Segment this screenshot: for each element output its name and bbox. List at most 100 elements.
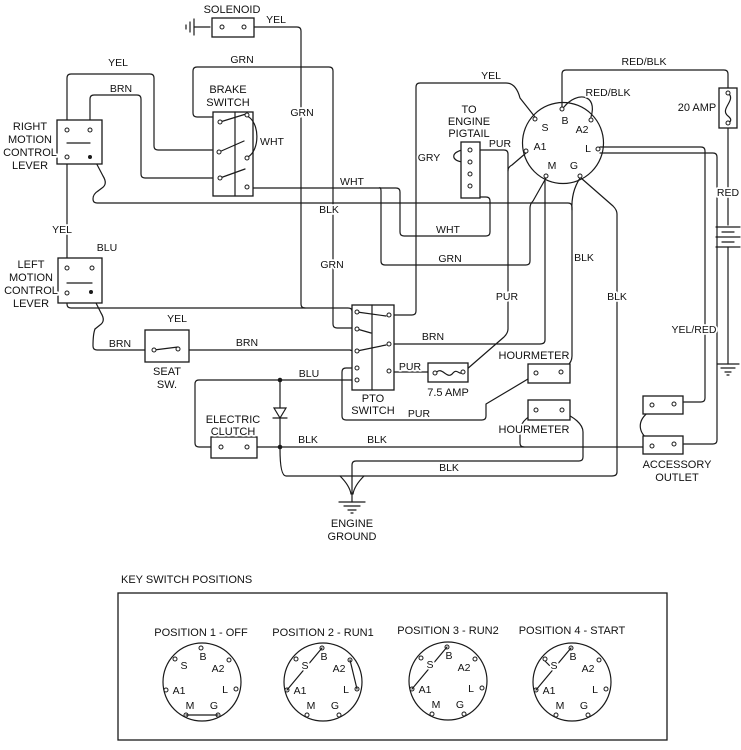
wire-label-redblk: RED/BLK: [586, 87, 631, 99]
wire-blk-ground-loop: [279, 177, 618, 477]
solenoid-box: [211, 17, 255, 38]
svg-text:A1: A1: [419, 684, 432, 696]
svg-text:B: B: [320, 651, 327, 663]
wire-yel-solenoid: [253, 26, 306, 309]
wire-wht-main: [247, 187, 491, 237]
svg-text:L: L: [468, 683, 474, 695]
components: [56, 17, 738, 459]
svg-text:G: G: [580, 700, 588, 712]
terminal-label-s: S: [541, 122, 548, 134]
wire-label-redblk: RED/BLK: [622, 56, 667, 68]
fuse-75-element: [435, 370, 463, 376]
svg-text:A1: A1: [294, 685, 307, 697]
wire-label-wht: WHT: [260, 136, 284, 148]
svg-text:M: M: [432, 699, 441, 711]
right-lever-arm: [79, 131, 106, 192]
svg-text:S: S: [426, 659, 433, 671]
wire-label-yel: YEL: [266, 14, 286, 26]
wire-yel-left: [66, 73, 356, 313]
svg-text:ACCESSORY: ACCESSORY: [643, 459, 713, 471]
terminal-label-a2: A2: [576, 124, 589, 136]
wires: [66, 18, 741, 514]
svg-text:MOTION: MOTION: [8, 134, 52, 146]
wire-label-blk: BLK: [574, 252, 594, 264]
right-lever-box: [56, 119, 103, 165]
connection-b-a1: [411, 646, 448, 690]
wire-label-pur: PUR: [399, 361, 422, 373]
svg-text:A1: A1: [173, 685, 186, 697]
svg-text:SWITCH: SWITCH: [206, 97, 249, 109]
wire-brn-upper: [89, 94, 213, 179]
wire-label-brn: BRN: [236, 337, 258, 349]
svg-text:PIGTAIL: PIGTAIL: [448, 128, 489, 140]
wire-label-gry: GRY: [418, 152, 441, 164]
position-3-run2: POSITION 3 - RUN2 B S A2 A1 L M G: [396, 623, 500, 721]
terminal-label-m: M: [548, 160, 557, 172]
svg-text:S: S: [550, 660, 557, 672]
left-lever-arm: [78, 268, 104, 330]
wire-label-yelred: YEL/RED: [672, 324, 717, 336]
left-lever-box: [57, 257, 103, 304]
wire-label-pur: PUR: [408, 408, 431, 420]
key-switch-positions-panel: KEY SWITCH POSITIONS POSITION 1 - OFF B …: [117, 572, 668, 741]
wire-label-wht: WHT: [436, 224, 460, 236]
engine-ground-funnel: [339, 475, 365, 503]
wire-label-red: RED: [717, 187, 740, 199]
wire-label-blk: BLK: [367, 434, 387, 446]
wire-label-yel: YEL: [52, 224, 72, 236]
ground-icon-right: [716, 363, 740, 376]
wire-label-blk: BLK: [319, 204, 339, 216]
svg-text:A2: A2: [333, 663, 346, 675]
wire-redblk-b-fuse: [561, 69, 729, 108]
component-labels: SOLENOID BRAKE SWITCH RIGHT MOTION CONTR…: [1, 2, 718, 545]
svg-text:CONTROL: CONTROL: [3, 147, 57, 159]
svg-text:L: L: [343, 684, 349, 696]
solenoid-label: SOLENOID: [204, 4, 261, 16]
terminal-label-a1: A1: [534, 141, 547, 153]
junction-dot: [277, 444, 283, 450]
svg-text:L: L: [592, 684, 598, 696]
wire-labels: YEL GRN YEL BRN GRN WHT YEL BLU GRN YEL …: [50, 12, 741, 476]
wire-label-pur: PUR: [489, 138, 512, 150]
svg-text:LEVER: LEVER: [12, 160, 48, 172]
wire-label-yel: YEL: [481, 70, 501, 82]
fuse-20-box: [718, 87, 738, 129]
svg-text:M: M: [186, 700, 195, 712]
svg-text:SW.: SW.: [157, 379, 177, 391]
wire-label-blk: BLK: [298, 434, 318, 446]
connection-a2-l: [349, 659, 358, 690]
connection-b-a1: [286, 647, 323, 691]
diode-icon: [272, 407, 288, 420]
terminal-label-b: B: [561, 115, 568, 127]
wire-grn-m: [378, 177, 547, 266]
wire-label-yel: YEL: [108, 57, 128, 69]
wire-label-blk: BLK: [439, 462, 459, 474]
fuse-75-box: [427, 362, 469, 383]
fuse-20-label: 20 AMP: [678, 102, 717, 114]
wire-l-accessory-upper: [599, 146, 706, 403]
svg-text:S: S: [301, 660, 308, 672]
chassis-ground-icon: [185, 18, 195, 36]
wire-label-pur: PUR: [496, 291, 519, 303]
wire-label-brn: BRN: [422, 331, 444, 343]
position-2-title: POSITION 2 - RUN1: [272, 627, 373, 639]
wire-brn-seat-right: [188, 349, 357, 353]
wire-redblk-jumper: [563, 96, 593, 118]
hourmeter-1-box: [527, 363, 571, 384]
svg-text:M: M: [307, 700, 316, 712]
hourmeter-2-box: [527, 399, 571, 421]
position-4-title: POSITION 4 - START: [519, 625, 626, 637]
terminal-label-l: L: [585, 143, 591, 155]
position-4-start: POSITION 4 - START B S A2 A1 L M G: [517, 623, 627, 722]
seat-switch-box: [144, 329, 190, 363]
svg-text:CLUTCH: CLUTCH: [211, 426, 256, 438]
svg-text:ENGINE: ENGINE: [331, 518, 373, 530]
position-1-title: POSITION 1 - OFF: [154, 627, 248, 639]
wire-label-brn: BRN: [109, 338, 131, 350]
battery-icon: [715, 226, 741, 248]
accessory-outlet-lower-box: [642, 435, 684, 455]
svg-text:BRAKE: BRAKE: [209, 84, 246, 96]
wire-label-blu: BLU: [299, 368, 319, 380]
svg-text:CONTROL: CONTROL: [4, 285, 58, 297]
